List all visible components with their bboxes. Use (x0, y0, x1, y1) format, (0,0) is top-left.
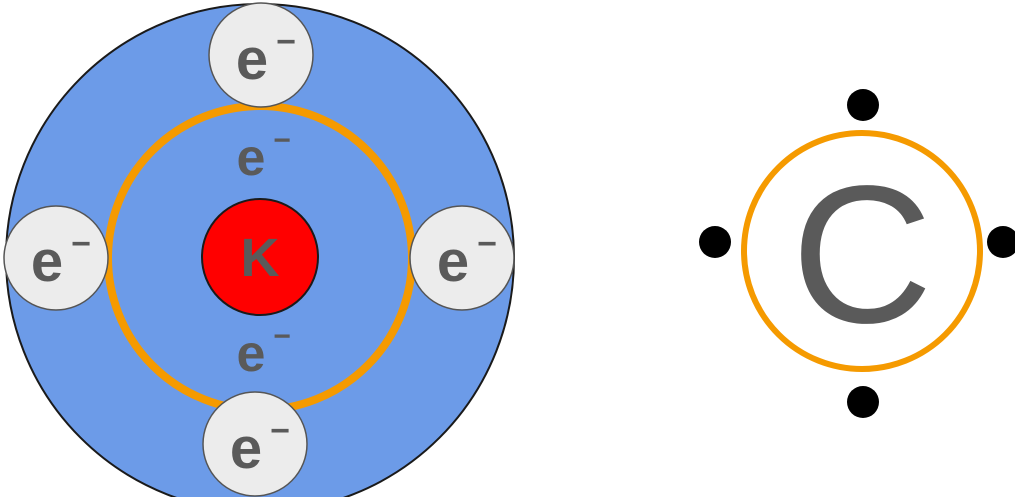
nucleus: K (201, 198, 319, 316)
electron-right: e − (409, 205, 515, 311)
atom-model: e − e − e − e − e − e − K (3, 2, 515, 497)
electron-bottom: e − (202, 391, 308, 497)
electron-label: e (31, 229, 63, 294)
valence-dot-bottom (847, 386, 879, 418)
charge-sign: − (71, 225, 91, 263)
lewis-dot-structure: C (699, 89, 1015, 418)
electron-label: e (236, 27, 268, 92)
element-symbol: C (791, 145, 933, 364)
valence-dot-left (699, 226, 731, 258)
electron-left: e − (3, 205, 109, 311)
charge-sign: − (273, 320, 291, 353)
electron-label: e (437, 229, 469, 294)
electron-inner-bottom: e − (237, 320, 291, 383)
charge-sign: − (270, 412, 290, 450)
electron-label: e (230, 416, 262, 481)
charge-sign: − (477, 225, 497, 263)
electron-label: e (237, 325, 266, 383)
electron-inner-top: e − (237, 124, 291, 187)
electron-label: e (237, 129, 266, 187)
electron-top: e − (208, 2, 314, 108)
valence-dot-right (987, 226, 1015, 258)
element-ring (741, 130, 983, 372)
charge-sign: − (273, 124, 291, 157)
charge-sign: − (276, 23, 296, 61)
nucleus-label: K (241, 228, 280, 288)
valence-dot-top (847, 89, 879, 121)
